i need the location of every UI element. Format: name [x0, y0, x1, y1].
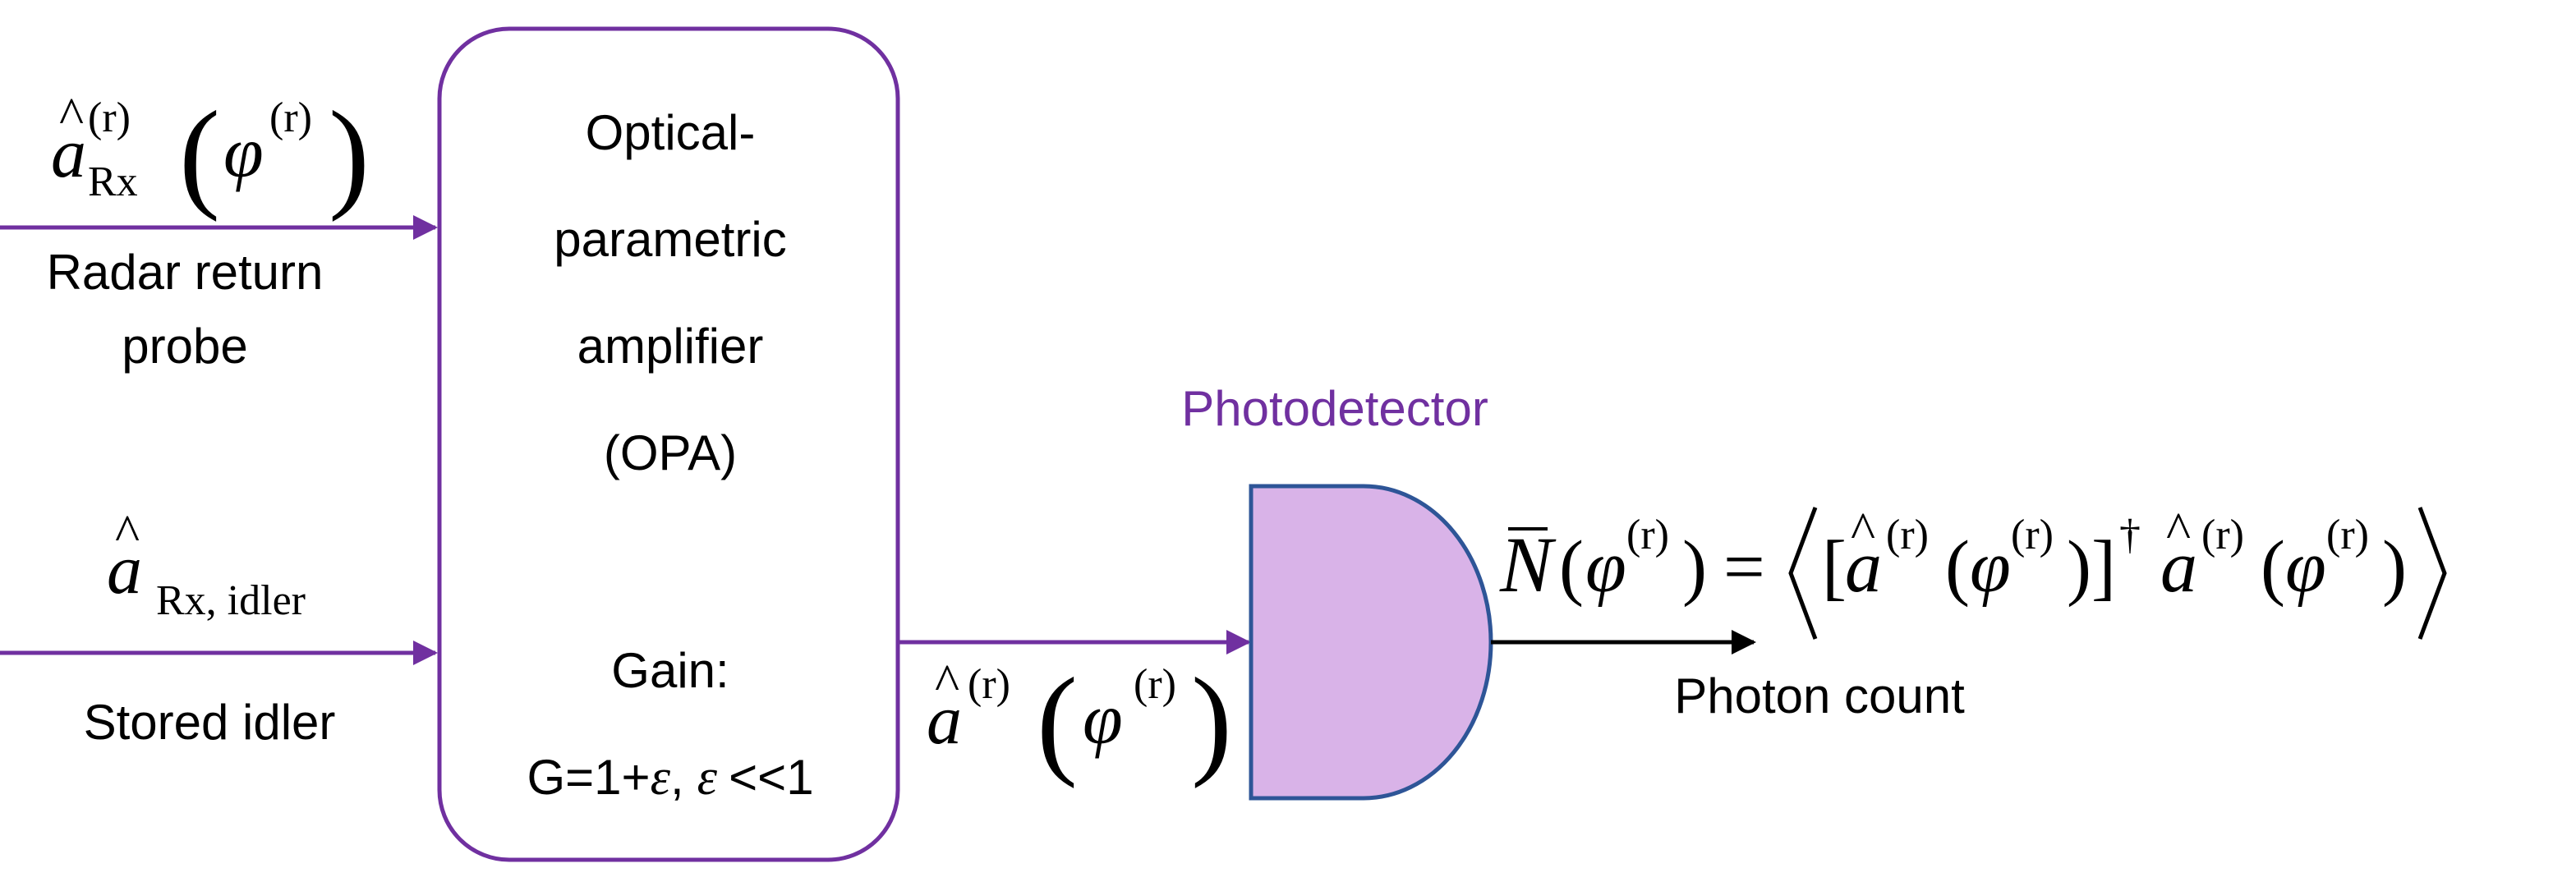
probe-input: a ^ (r) Rx ( φ (r) ) Radar return probe: [0, 86, 438, 374]
eq-lhs-symbol: N: [1499, 521, 1557, 609]
signal-open-paren: (: [1037, 653, 1078, 789]
eq-a1-hat-icon: ^: [1851, 501, 1875, 559]
probe-symbol-base: a: [51, 113, 86, 192]
gain-eps2: ε: [697, 750, 718, 806]
eq-a2-sup: (r): [2201, 512, 2244, 558]
probe-label-line2: probe: [122, 319, 247, 374]
signal-arg-symbol: φ: [1083, 680, 1123, 760]
detector-shape: [1249, 484, 1493, 801]
photodetector: Photodetector: [1181, 381, 1493, 801]
eq-a2-arg: φ: [2285, 526, 2326, 608]
signal-arg-sup: (r): [1134, 661, 1176, 708]
photon-count-equation: N ( φ (r) ) = [ a ^ (r) ( φ (r) ) ] † a …: [1499, 501, 2447, 640]
eq-close-bracket: ]: [2091, 526, 2116, 608]
signal-hat-icon: ^: [935, 653, 959, 711]
probe-label-line1: Radar return: [47, 245, 324, 300]
probe-symbol: a ^ (r) Rx ( φ (r) ): [51, 86, 370, 223]
gain-suffix: <<1: [729, 750, 813, 805]
gain-eps1: ε: [651, 750, 671, 806]
eq-a2-close-paren: ): [2382, 526, 2407, 608]
output: Photon count N ( φ (r) ) = [ a ^ (r) ( φ…: [1491, 501, 2447, 723]
eq-a1-arg-sup: (r): [2011, 512, 2054, 558]
probe-close-paren: ): [329, 86, 370, 223]
eq-a1-arg: φ: [1970, 526, 2011, 608]
eq-a2-symbol: a: [2160, 526, 2197, 608]
eq-equals: =: [1723, 526, 1765, 608]
eq-lhs-arg: φ: [1585, 526, 1626, 608]
idler-label: Stored idler: [84, 695, 336, 750]
probe-arg-symbol: φ: [223, 113, 264, 193]
signal-symbol-base: a: [927, 680, 962, 759]
eq-lhs-close-paren: ): [1682, 526, 1707, 608]
eq-a2-arg-sup: (r): [2326, 512, 2369, 558]
eq-a1-open-paren: (: [1945, 526, 1970, 608]
eq-a2-hat-icon: ^: [2166, 501, 2191, 559]
opa-label-line3: amplifier: [577, 319, 764, 374]
eq-open-bracket: [: [1822, 526, 1847, 608]
idler-symbol-base: a: [107, 530, 142, 609]
signal-symbol-sup: (r): [968, 661, 1010, 708]
probe-symbol-sup: (r): [88, 94, 131, 141]
eq-a2-open-paren: (: [2261, 526, 2285, 608]
opa-label-line2: parametric: [554, 212, 786, 267]
eq-lhs-arg-sup: (r): [1626, 512, 1669, 558]
opa-label-line1: Optical-: [586, 105, 756, 160]
signal-close-paren: ): [1191, 653, 1232, 789]
output-label: Photon count: [1674, 668, 1965, 723]
opa-gain-title: Gain:: [611, 643, 729, 698]
idler-symbol: a ^ Rx, idler: [107, 503, 306, 624]
probe-open-paren: (: [179, 86, 220, 223]
signal-symbol: a ^ (r) ( φ (r) ): [927, 653, 1232, 789]
idler-input: a ^ Rx, idler Stored idler: [0, 503, 438, 750]
signal-path: a ^ (r) ( φ (r) ): [898, 630, 1251, 789]
eq-a1-close-paren: ): [2067, 526, 2091, 608]
detector-title: Photodetector: [1181, 381, 1488, 436]
eq-a1-sup: (r): [1886, 512, 1929, 558]
idler-hat-icon: ^: [115, 503, 140, 562]
eq-dagger: †: [2119, 512, 2141, 558]
gain-prefix: G=1+: [527, 750, 650, 805]
eq-lhs-open-paren: (: [1559, 526, 1584, 608]
eq-a1-symbol: a: [1845, 526, 1882, 608]
opa-box: [437, 26, 900, 862]
idler-symbol-sub: Rx, idler: [156, 577, 306, 624]
opa-label-line4: (OPA): [604, 425, 737, 480]
probe-arg-sup: (r): [269, 94, 312, 141]
gain-sep: ,: [670, 750, 684, 805]
eq-left-angle: [1788, 507, 1818, 640]
opa-block: Optical- parametric amplifier (OPA) Gain…: [437, 26, 900, 862]
probe-symbol-sub: Rx: [88, 158, 138, 205]
eq-right-angle: [2417, 507, 2447, 640]
probe-hat-icon: ^: [59, 86, 84, 145]
opa-gain-formula: G=1+ε,ε<<1: [527, 750, 813, 806]
